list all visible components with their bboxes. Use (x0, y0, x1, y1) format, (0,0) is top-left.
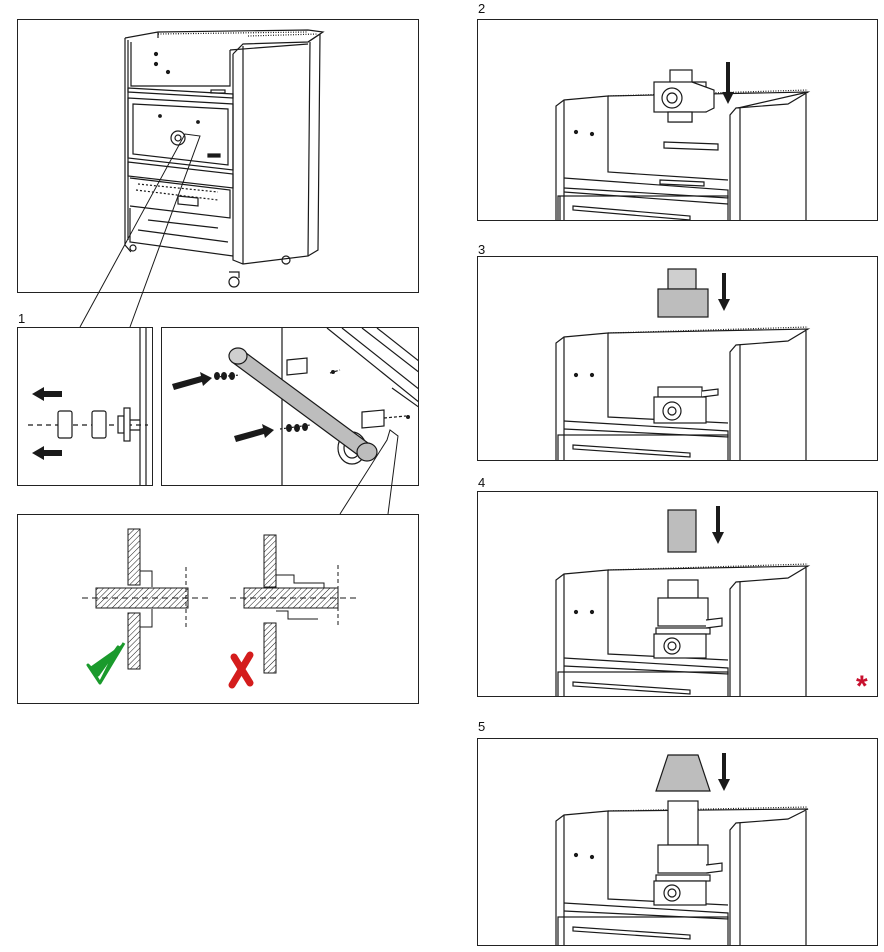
nuts-detail-drawing (28, 328, 148, 485)
step-label-4: 4 (478, 475, 486, 490)
step-2-drawing (555, 62, 811, 220)
arrow-down-icon (718, 753, 730, 791)
check-icon (86, 642, 126, 685)
pipe-part (667, 509, 697, 553)
overview-panel (17, 19, 419, 293)
pipe-detail-panel (161, 327, 419, 486)
adapter-part (657, 268, 709, 318)
step-label-1: 1 (18, 311, 26, 326)
cone-part (655, 754, 711, 792)
pipe-shape (228, 347, 378, 462)
step-5-panel (477, 738, 878, 946)
assembled-parts (653, 579, 723, 659)
cross-section-drawing (82, 528, 358, 689)
arrow-down-icon (718, 273, 730, 311)
assembled-parts (653, 800, 723, 906)
step-label-3: 3 (478, 242, 486, 257)
arrow-left-icon (32, 387, 62, 460)
step-4-panel: * (477, 491, 878, 697)
nuts-detail-panel (17, 327, 153, 486)
asterisk-mark: * (856, 670, 868, 697)
step-4-drawing: * (555, 506, 868, 697)
step-label-2: 2 (478, 1, 486, 16)
stove-overview-drawing (124, 29, 325, 288)
arrow-down-icon (712, 506, 724, 544)
arrow-right-icon (172, 372, 274, 442)
step-3-drawing (555, 268, 811, 460)
arrow-down-icon (722, 62, 734, 104)
regulator-part (653, 69, 715, 123)
correct-incorrect-panel (17, 514, 419, 704)
cross-icon (228, 651, 254, 689)
step-label-5: 5 (478, 719, 486, 734)
step-5-drawing (555, 753, 809, 945)
step-3-panel (477, 256, 878, 461)
regulator-part (653, 386, 719, 424)
step-2-panel (477, 19, 878, 221)
pipe-detail-drawing (172, 328, 418, 485)
